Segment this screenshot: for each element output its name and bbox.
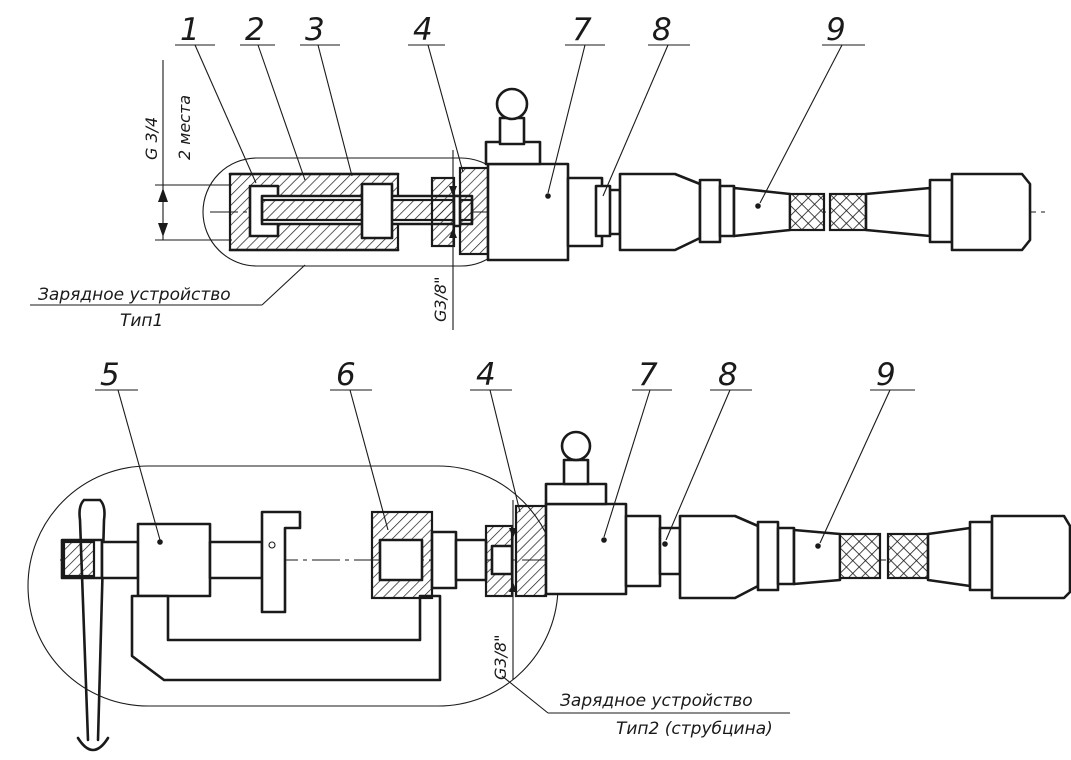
top-leaders: 1 2 3 4 7 8 9 bbox=[175, 12, 865, 204]
valve-7-bottom bbox=[544, 430, 682, 596]
label-3: 3 bbox=[305, 12, 325, 48]
nut-8-top bbox=[594, 184, 612, 238]
label-4-top: 4 bbox=[413, 12, 433, 48]
caption-type2-line2: Тип2 (струбцина) bbox=[616, 719, 773, 739]
label-1: 1 bbox=[180, 12, 200, 48]
bottom-assembly: G3/8" 5 6 4 7 8 9 Заряд bbox=[27, 357, 1071, 752]
label-4-bottom: 4 bbox=[476, 357, 496, 393]
nut-4-top bbox=[430, 166, 490, 256]
top-assembly: G 3/4 2 места G3/8" 1 2 3 4 7 bbox=[30, 12, 1050, 331]
adapter-6 bbox=[370, 510, 488, 600]
dim-places-text: 2 места bbox=[175, 95, 194, 160]
label-2: 2 bbox=[245, 12, 265, 48]
hose-9-top bbox=[618, 172, 1032, 252]
caption-type1: Зарядное устройство Тип1 bbox=[30, 264, 306, 331]
dim-g38-top-text: G3/8" bbox=[431, 276, 450, 322]
bottom-leaders: 5 6 4 7 8 9 bbox=[95, 357, 915, 544]
caption-type1-line2: Тип1 bbox=[120, 311, 163, 331]
caption-type2: Зарядное устройство Тип2 (струбцина) bbox=[501, 675, 790, 739]
dim-g34-text: G 3/4 bbox=[142, 117, 161, 160]
nut-4-bottom bbox=[484, 504, 548, 598]
label-7-bottom: 7 bbox=[638, 357, 658, 393]
hose-9-bottom bbox=[678, 514, 1071, 600]
dim-g38-bottom-text: G3/8" bbox=[491, 634, 510, 680]
label-5: 5 bbox=[100, 357, 120, 393]
label-9-bottom: 9 bbox=[876, 357, 896, 393]
dim-g38-bottom: G3/8" bbox=[491, 500, 517, 680]
caption-type2-line1: Зарядное устройство bbox=[560, 691, 753, 711]
dim-g34: G 3/4 2 места bbox=[142, 60, 232, 241]
clamp-5 bbox=[60, 498, 442, 752]
label-8-bottom: 8 bbox=[718, 357, 738, 393]
caption-type1-line1: Зарядное устройство bbox=[38, 285, 231, 305]
label-8-top: 8 bbox=[652, 12, 672, 48]
label-9-top: 9 bbox=[826, 12, 846, 48]
label-7-top: 7 bbox=[572, 12, 592, 48]
label-6: 6 bbox=[336, 357, 356, 393]
dim-g38-top: G3/8" bbox=[431, 150, 457, 330]
